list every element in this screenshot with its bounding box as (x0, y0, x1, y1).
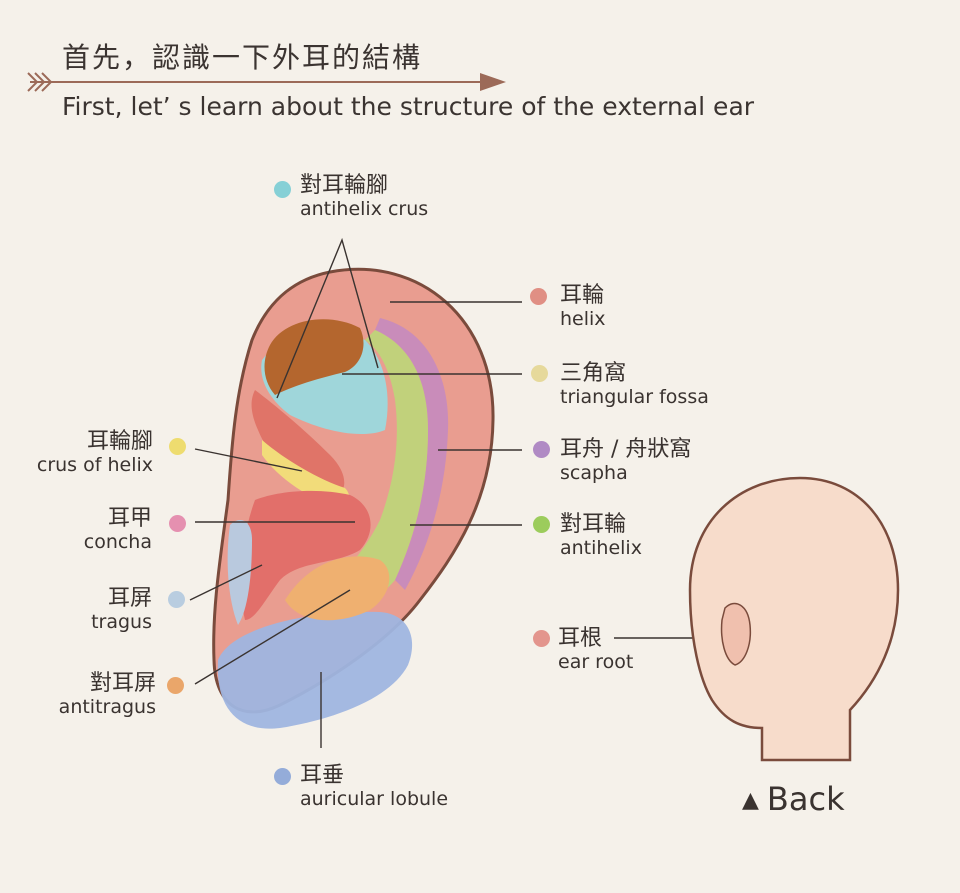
back-label: Back (766, 780, 845, 818)
ear (212, 267, 495, 729)
ear-root-label-zh: 耳根 (558, 626, 603, 651)
crus-of-helix-label-en: crus of helix (36, 454, 153, 477)
ear-root-label-en: ear root (558, 651, 634, 674)
ear-root-marker-dot (533, 630, 550, 647)
antihelix-label-en: antihelix (560, 537, 642, 560)
concha-marker-dot (169, 515, 186, 532)
title-chinese: 首先，認識一下外耳的結構 (62, 41, 423, 74)
antitragus-marker-dot (167, 677, 184, 694)
auricular-lobule-label-zh: 耳垂 (300, 763, 345, 788)
crus-of-helix-region (251, 390, 345, 500)
tragus-label-en: tragus (91, 611, 152, 634)
auricular-lobule-label-en: auricular lobule (300, 788, 449, 811)
concha-label-en: concha (83, 531, 152, 554)
helix-marker-dot (530, 288, 547, 305)
concha-label-zh: 耳甲 (107, 506, 152, 531)
triangular-fossa-label-en: triangular fossa (560, 386, 709, 409)
up-triangle-icon: ▲ (742, 788, 759, 813)
auricular-lobule-marker-dot (274, 768, 291, 785)
helix-label-zh: 耳輪 (560, 283, 605, 308)
antihelix-crus-region (264, 319, 364, 395)
title-arrow (27, 72, 506, 92)
tragus-label-zh: 耳屏 (107, 586, 152, 611)
scapha-region (375, 318, 449, 590)
head-profile (688, 476, 900, 762)
antihelix-region (300, 330, 428, 612)
concha-region (241, 490, 371, 620)
crus-of-helix-label-zh: 耳輪腳 (86, 429, 153, 454)
tragus-region (227, 520, 252, 625)
scapha-marker-dot (533, 441, 550, 458)
title-english: First, let’ s learn about the structure … (62, 92, 755, 121)
tragus-marker-dot (168, 591, 185, 608)
triangular-fossa-marker-dot (531, 365, 548, 382)
antitragus-label-zh: 對耳屏 (89, 671, 156, 696)
leader-lines (189, 237, 738, 748)
scapha-label-en: scapha (560, 462, 628, 485)
crus-of-helix-yellow (262, 440, 350, 508)
antihelix-crus-marker-dot (274, 181, 291, 198)
crus-of-helix-marker-dot (169, 438, 186, 455)
small-ear-icon (720, 602, 752, 666)
antihelix-crus-label-zh: 對耳輪腳 (300, 173, 389, 198)
helix-label-en: helix (560, 308, 606, 331)
scapha-label-zh: 耳舟 / 舟狀窩 (560, 437, 692, 462)
triangular-fossa-label-zh: 三角窩 (560, 361, 627, 386)
antihelix-marker-dot (533, 516, 550, 533)
back-button[interactable]: ▲ Back (742, 780, 845, 818)
antihelix-crus-label-en: antihelix crus (300, 198, 429, 221)
head-outline (688, 476, 900, 762)
antitragus-label-en: antitragus (58, 696, 156, 719)
antitragus-region (285, 556, 390, 621)
antihelix-label-zh: 對耳輪 (560, 512, 627, 537)
